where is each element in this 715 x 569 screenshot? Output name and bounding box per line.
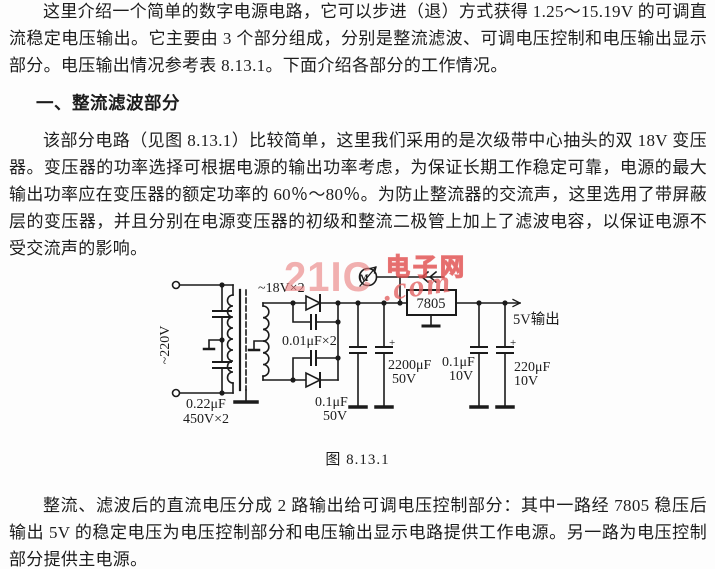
- node-m-connector: [358, 266, 444, 304]
- rectifier-diodes: [305, 294, 322, 389]
- label-mains-cap-rating: 450V×2: [183, 412, 229, 427]
- label-out-cap1-value: 0.1μF: [442, 355, 475, 370]
- label-node-m: M: [360, 274, 369, 284]
- output-capacitor-small: [469, 302, 489, 409]
- node-m-arrow-icon: [359, 266, 377, 287]
- label-filter-cap2-value: 2200μF: [388, 358, 432, 373]
- chevron-left-icon: [420, 270, 438, 284]
- label-diode-caps: 0.01μF×2: [282, 334, 337, 349]
- center-tap-wire: [253, 340, 264, 350]
- transformer: [226, 284, 270, 404]
- plus-sign: +: [389, 337, 395, 349]
- plus-sign: +: [510, 337, 516, 349]
- circuit-diagram-figure: ~220V 0.22μF 450V×2 ~18V×2 0.01μF×2 0.1μ…: [158, 266, 560, 427]
- label-filter-cap2-rating: 50V: [392, 372, 416, 387]
- label-filter-cap1-value: 0.1μF: [315, 395, 348, 410]
- output-rail: [455, 298, 521, 308]
- label-5v-output: 5V输出: [513, 311, 560, 328]
- label-secondary-voltage: ~18V×2: [258, 281, 305, 296]
- section-heading: 一、整流滤波部分: [36, 93, 180, 113]
- label-out-cap1-rating: 10V: [449, 369, 473, 384]
- filter-capacitor-small: [348, 302, 368, 409]
- label-out-cap2-value: 220μF: [514, 360, 551, 375]
- closing-paragraph: 整流、滤波后的直流电压分成 2 路输出给可调电压控制部分：其中一路经 7805 …: [9, 496, 707, 569]
- label-mains-voltage: ~220V: [158, 326, 173, 365]
- label-mains-cap-value: 0.22μF: [186, 397, 226, 412]
- figure-caption: 图 8.13.1: [325, 452, 390, 468]
- output-capacitor-large: [495, 302, 515, 409]
- section-paragraph: 该部分电路（见图 8.13.1）比较简单，这里我们采用的是次级带中心抽头的双 1…: [9, 131, 707, 258]
- label-regulator: 7805: [417, 296, 446, 312]
- diode-snubber-capacitors: [292, 302, 339, 381]
- junction-dots: [219, 282, 508, 396]
- label-filter-cap1-rating: 50V: [323, 409, 347, 424]
- label-out-cap2-rating: 10V: [514, 374, 538, 389]
- filter-capacitor-large: [374, 302, 394, 409]
- arrow-right-icon: [512, 298, 521, 308]
- intro-paragraph: 这里介绍一个简单的数字电源电路，它可以步进（退）方式获得 1.25～15.19V…: [9, 2, 707, 75]
